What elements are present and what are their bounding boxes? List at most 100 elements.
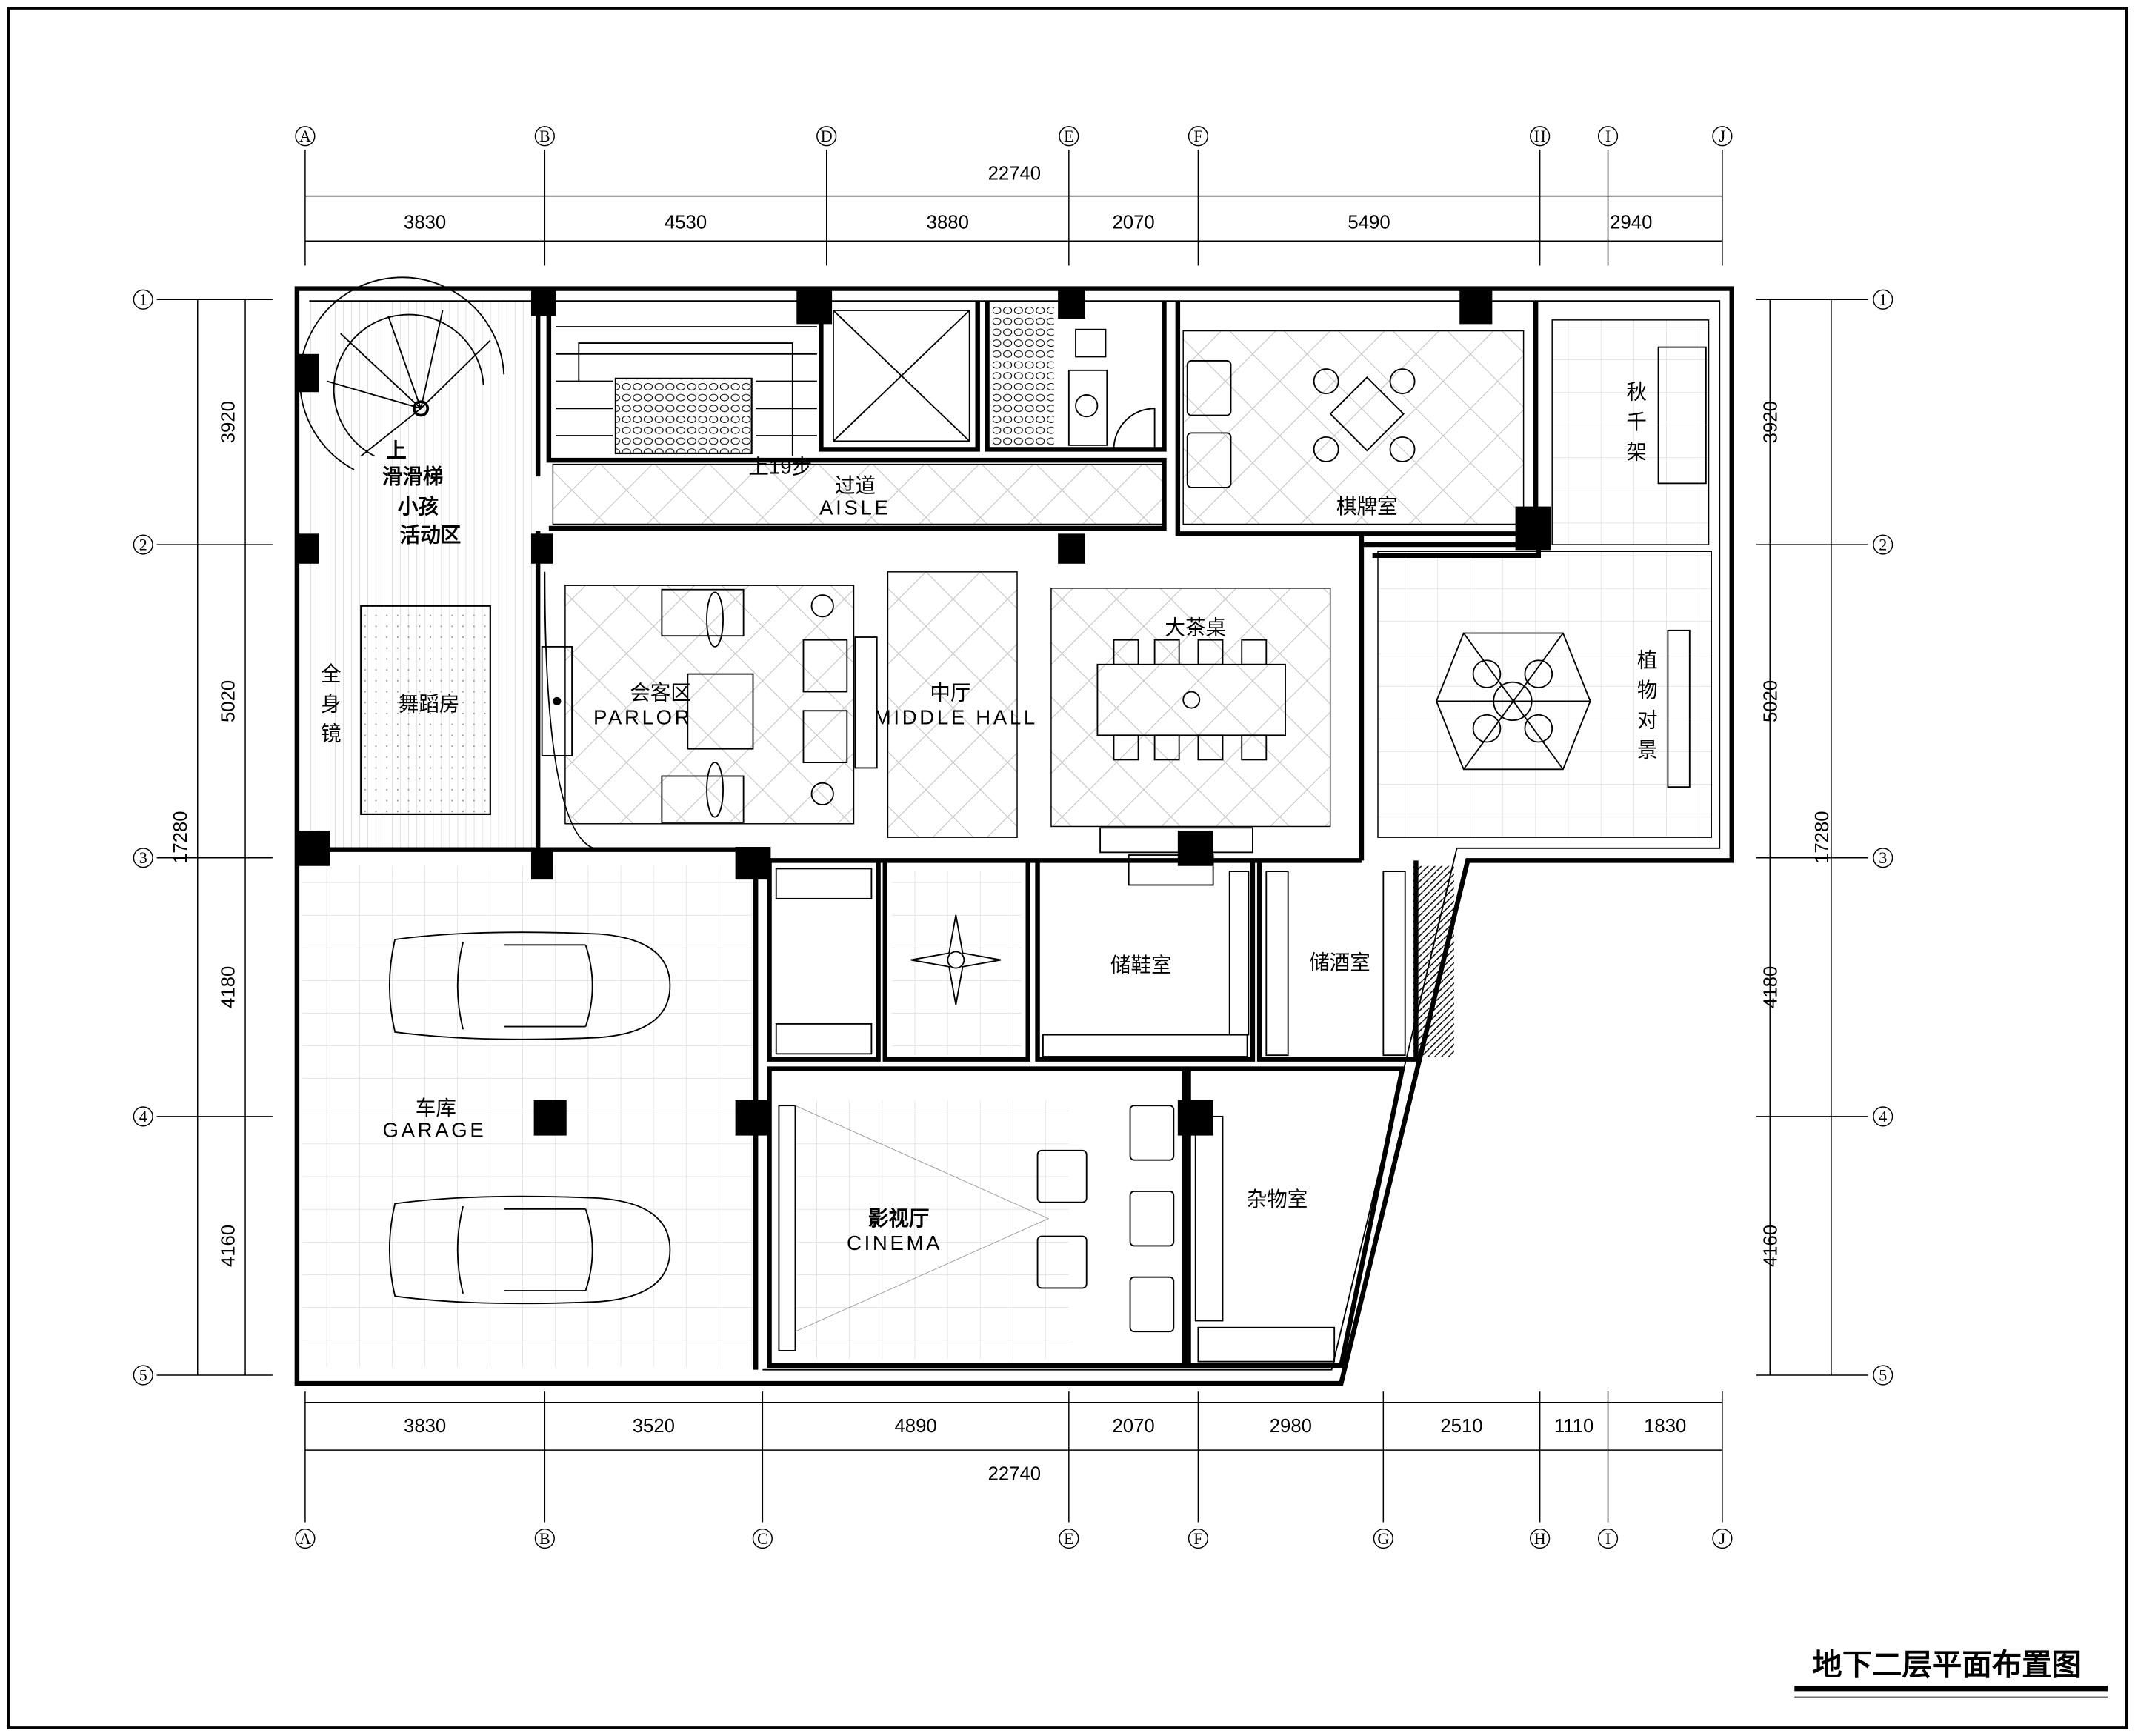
dim-bottom-total: 22740 (988, 1464, 1042, 1485)
axis-right-2: 3 (1879, 848, 1887, 867)
axis-top-7-bubble (1712, 126, 1733, 147)
dim-left-3: 4160 (218, 1225, 239, 1267)
swing-label-2: 千 (1626, 410, 1647, 433)
axis-top-5: H (1534, 127, 1546, 145)
dim-right-total: 17280 (1812, 811, 1833, 864)
drawing-title: 地下二层平面布置图 (1812, 1647, 2082, 1681)
swing-label-1: 秋 (1626, 380, 1647, 403)
mirror-label-3: 镜 (321, 722, 342, 745)
axis-bottom-0: A (299, 1529, 311, 1548)
axis-bottom-3: E (1064, 1529, 1073, 1548)
axis-top-0-bubble (295, 126, 316, 147)
axis-top-2: D (821, 127, 833, 145)
axis-left-0: 1 (139, 290, 147, 309)
storage-room-label: 杂物室 (1247, 1188, 1308, 1211)
garage-en-label: GARAGE (383, 1118, 487, 1141)
dim-right-3: 4160 (1760, 1225, 1781, 1267)
parlor-cn-label: 会客区 (630, 682, 691, 705)
plants-label-1: 植 (1637, 648, 1658, 671)
cinema-en-label: CINEMA (847, 1231, 942, 1254)
axis-bottom-1: B (539, 1529, 550, 1548)
axis-right-4: 5 (1879, 1366, 1887, 1384)
dim-top-0: 3830 (404, 213, 446, 233)
dim-right-0: 3920 (1760, 401, 1781, 443)
axis-right-1-bubble (1873, 534, 1893, 555)
axis-bottom-4-bubble (1188, 1528, 1209, 1549)
furniture (299, 276, 1707, 1363)
elevator-icon (833, 310, 970, 442)
axis-left-4: 5 (139, 1366, 147, 1384)
axis-top-7: J (1719, 127, 1726, 145)
axis-bottom-8-bubble (1712, 1528, 1733, 1549)
dance-room-label: 舞蹈房 (399, 692, 460, 715)
dim-bottom-6: 1110 (1554, 1416, 1593, 1437)
spiral-slide-icon (299, 276, 505, 470)
floor-finishes (302, 301, 1712, 1367)
dim-top-4: 5490 (1348, 213, 1390, 233)
axis-right-3-bubble (1873, 1106, 1893, 1127)
axis-right-0: 1 (1879, 290, 1887, 309)
structural-columns (296, 288, 1551, 1136)
kids-up-label: 上 (386, 439, 407, 462)
room-labels: 上 滑滑梯 小孩 活动区 全 身 镜 舞蹈房 上19步 过道 AISLE 会客区… (321, 380, 1658, 1254)
planter-icon (1667, 629, 1691, 788)
cinema-furniture (778, 1105, 1175, 1351)
axis-right-0-bubble (1873, 289, 1893, 310)
axis-top-0: A (299, 127, 311, 145)
drawing-frame (7, 7, 2128, 1729)
axis-bottom-3-bubble (1059, 1528, 1079, 1549)
toilet-icon (1068, 328, 1156, 450)
axis-bottom-0-bubble (295, 1528, 316, 1549)
axis-top-2-bubble (816, 126, 837, 147)
axis-bottom-2-bubble (752, 1528, 773, 1549)
aisle-en-label: AISLE (819, 496, 890, 519)
cabinets (775, 827, 1406, 1363)
axis-left-3: 4 (139, 1107, 147, 1125)
axis-right-4-bubble (1873, 1365, 1893, 1386)
stair-icon (556, 326, 817, 456)
axis-right-1: 2 (1879, 535, 1887, 553)
dim-bottom-5: 2510 (1440, 1416, 1482, 1437)
kids-area-label: 活动区 (400, 523, 462, 546)
axis-top-3: E (1064, 127, 1073, 145)
axis-left-2-bubble (133, 848, 153, 868)
axis-bottom-8: J (1719, 1529, 1726, 1548)
stairs-label: 上19步 (748, 456, 812, 479)
axis-bottom-7-bubble (1597, 1528, 1619, 1549)
dim-top-3: 2070 (1113, 213, 1155, 233)
walls (294, 286, 1734, 1386)
axis-top-5-bubble (1530, 126, 1551, 147)
axis-bottom-5-bubble (1373, 1528, 1393, 1549)
dim-top-1: 4530 (665, 213, 707, 233)
garage-cn-label: 车库 (416, 1097, 456, 1120)
tea-table (1096, 639, 1286, 761)
axis-bottom-6-bubble (1530, 1528, 1551, 1549)
axis-bottom-1-bubble (534, 1528, 555, 1549)
axis-bottom-5: G (1377, 1529, 1389, 1548)
dim-bottom-2: 4890 (894, 1416, 936, 1437)
axis-top-1-bubble (534, 126, 555, 147)
dim-bottom-7: 1830 (1644, 1416, 1686, 1437)
compass-rose-icon (910, 914, 1002, 1005)
plants-label-4: 景 (1637, 739, 1658, 762)
axis-left-4-bubble (133, 1365, 153, 1386)
kids-small-label: 小孩 (398, 495, 439, 518)
plants-label-3: 对 (1637, 708, 1658, 731)
car-icon (388, 931, 671, 1305)
hall-en-label: MIDDLE HALL (874, 706, 1038, 729)
dim-right-1: 5020 (1760, 680, 1781, 722)
mirror-label-1: 全 (321, 662, 342, 685)
dim-left-1: 5020 (218, 680, 239, 722)
wine-room-label: 储酒室 (1309, 951, 1370, 974)
axis-right-3: 4 (1879, 1107, 1887, 1125)
axis-bottom-2: C (757, 1529, 768, 1548)
cinema-cn-label: 影视厅 (868, 1207, 930, 1230)
dim-top-5: 2940 (1610, 213, 1652, 233)
card-table (1186, 360, 1416, 488)
axis-bottom-7: I (1605, 1529, 1611, 1548)
axis-top-6-bubble (1597, 126, 1619, 147)
dim-bottom-1: 3520 (633, 1416, 675, 1437)
dim-left-0: 3920 (218, 401, 239, 443)
